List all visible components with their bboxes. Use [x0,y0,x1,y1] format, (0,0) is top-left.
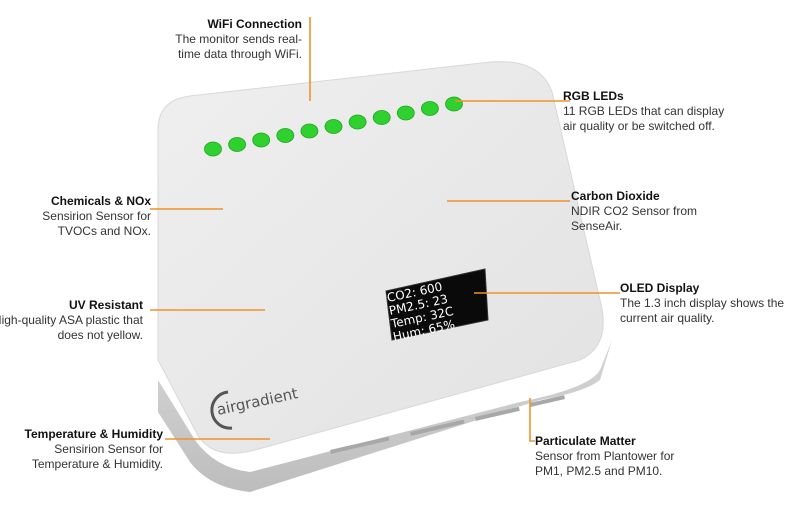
callout-co2: Carbon Dioxide NDIR CO2 Sensor from Sens… [571,189,771,234]
vent-slots [330,395,566,454]
callout-co2-title: Carbon Dioxide [571,189,660,203]
rgb-led [276,128,295,143]
callout-uv: UV Resistant High-quality ASA plastic th… [0,298,143,343]
rgb-led [445,96,463,112]
callout-chemicals-desc: Sensirion Sensor for TVOCs and NOx. [42,209,151,238]
callout-uv-title: UV Resistant [68,298,143,312]
rgb-led [420,101,439,116]
callout-temp-title: Temperature & Humidity [24,427,163,441]
callout-rgb: RGB LEDs 11 RGB LEDs that can display ai… [563,89,763,134]
callout-wifi: WiFi Connection The monitor sends real-t… [102,17,302,62]
callout-rgb-title: RGB LEDs [563,89,624,103]
callout-chemicals-title: Chemicals & NOx [50,194,151,208]
callout-wifi-desc: The monitor sends real-time data through… [175,32,302,61]
callout-temp: Temperature & Humidity Sensirion Sensor … [0,427,163,472]
callout-oled-title: OLED Display [620,281,700,295]
callout-pm-desc: Sensor from Plantower for PM1, PM2.5 and… [535,449,675,478]
callout-temp-desc: Sensirion Sensor for Temperature & Humid… [31,442,163,471]
oled-display: CO2: 600 PM2.5: 23 Temp: 32C Hum: 65% [385,268,489,344]
leader-lines [150,17,620,442]
rgb-led [252,132,271,148]
rgb-led-row [204,96,463,157]
callout-chemicals: Chemicals & NOx Sensirion Sensor for TVO… [0,194,151,239]
callout-uv-desc: High-quality ASA plastic that does not y… [0,313,143,342]
callout-oled-desc: The 1.3 inch display shows the current a… [620,296,785,325]
rgb-led [204,141,222,157]
rgb-led [348,114,367,130]
callout-pm: Particulate Matter Sensor from Plantower… [535,434,735,479]
leader-pm [529,398,535,442]
rgb-led [324,119,343,134]
rgb-led [228,137,247,152]
rgb-led [396,105,415,121]
callout-co2-desc: NDIR CO2 Sensor from SenseAir. [571,204,698,233]
callout-rgb-desc: 11 RGB LEDs that can display air quality… [563,104,725,133]
device-body [157,61,604,454]
callout-pm-title: Particulate Matter [535,434,636,448]
callout-oled: OLED Display The 1.3 inch display shows … [620,281,795,326]
callout-wifi-title: WiFi Connection [207,17,302,31]
rgb-led [300,123,319,139]
rgb-led [372,110,391,125]
